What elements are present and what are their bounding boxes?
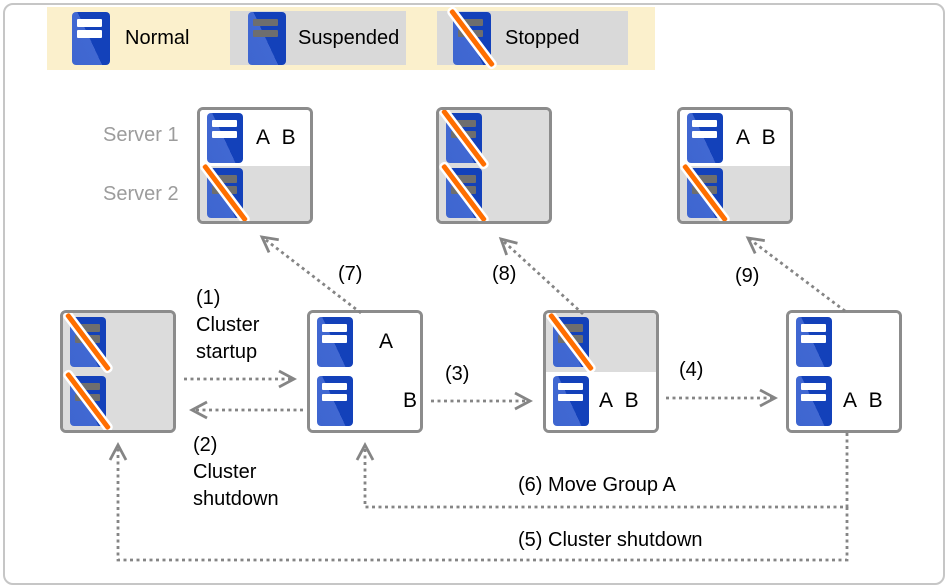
legend-item-suspended: Suspended (230, 11, 406, 65)
server-slot (63, 371, 173, 430)
server-slot: A (310, 313, 420, 372)
server-icon (446, 112, 482, 163)
legend-item-normal: Normal (72, 12, 189, 65)
server-icon (553, 317, 589, 368)
legend: Normal Suspended Stopped (47, 7, 655, 70)
arrow-label-9: (9) (735, 265, 760, 287)
group-labels: A B (736, 125, 776, 149)
server-icon (207, 168, 243, 219)
arrow-label-2: (2) Cluster shutdown (193, 434, 279, 510)
state-box-recovered: A B (786, 310, 902, 433)
server-slot: A B (789, 371, 899, 430)
server-icon (687, 168, 723, 219)
server-icon (796, 375, 832, 426)
group-labels: A B (843, 388, 883, 412)
server-normal-icon (72, 12, 110, 65)
server-icon (687, 112, 723, 163)
server1-row-label: Server 1 (103, 124, 179, 146)
server-slot (680, 165, 790, 221)
legend-label-normal: Normal (125, 27, 190, 49)
group-labels: A (379, 330, 394, 354)
server-icon (317, 317, 353, 368)
state-box-all-stopped (60, 310, 176, 433)
server-suspended-icon (248, 11, 286, 65)
state-box-top-3: A B (677, 107, 793, 224)
arrow-label-3: (3) (445, 363, 470, 385)
server-slot (546, 313, 656, 372)
legend-label-stopped: Stopped (505, 26, 580, 49)
server2-row-label: Server 2 (103, 183, 179, 205)
state-box-running-a-b: A B (307, 310, 423, 433)
server-icon (70, 375, 106, 426)
server-icon (317, 375, 353, 426)
arrow-label-6: (6) Move Group A (518, 474, 676, 496)
server-icon (553, 375, 589, 426)
group-labels: A B (256, 125, 296, 149)
group-labels: B (403, 388, 418, 412)
state-box-top-2 (436, 107, 552, 224)
arrow-label-1: (1) Cluster startup (196, 287, 260, 363)
legend-item-stopped: Stopped (437, 11, 628, 65)
page-border (3, 3, 945, 585)
group-labels: A B (599, 388, 639, 412)
server-stopped-icon (453, 11, 491, 65)
legend-label-suspended: Suspended (298, 26, 400, 49)
server-icon (70, 317, 106, 368)
server-slot (63, 313, 173, 372)
server-slot: A B (680, 110, 790, 166)
server-icon (446, 168, 482, 219)
server-slot: A B (200, 110, 310, 166)
server-icon (796, 317, 832, 368)
server-slot (789, 313, 899, 372)
server-slot: A B (546, 371, 656, 430)
state-box-failover: A B (543, 310, 659, 433)
arrow-label-5: (5) Cluster shutdown (518, 529, 703, 551)
server-slot (439, 110, 549, 166)
server-slot (439, 165, 549, 221)
state-box-top-1: A B (197, 107, 313, 224)
arrow-label-7: (7) (338, 263, 363, 285)
server-icon (207, 112, 243, 163)
arrow-label-4: (4) (679, 359, 704, 381)
server-slot: B (310, 371, 420, 430)
server-slot (200, 165, 310, 221)
arrow-label-8: (8) (492, 263, 517, 285)
